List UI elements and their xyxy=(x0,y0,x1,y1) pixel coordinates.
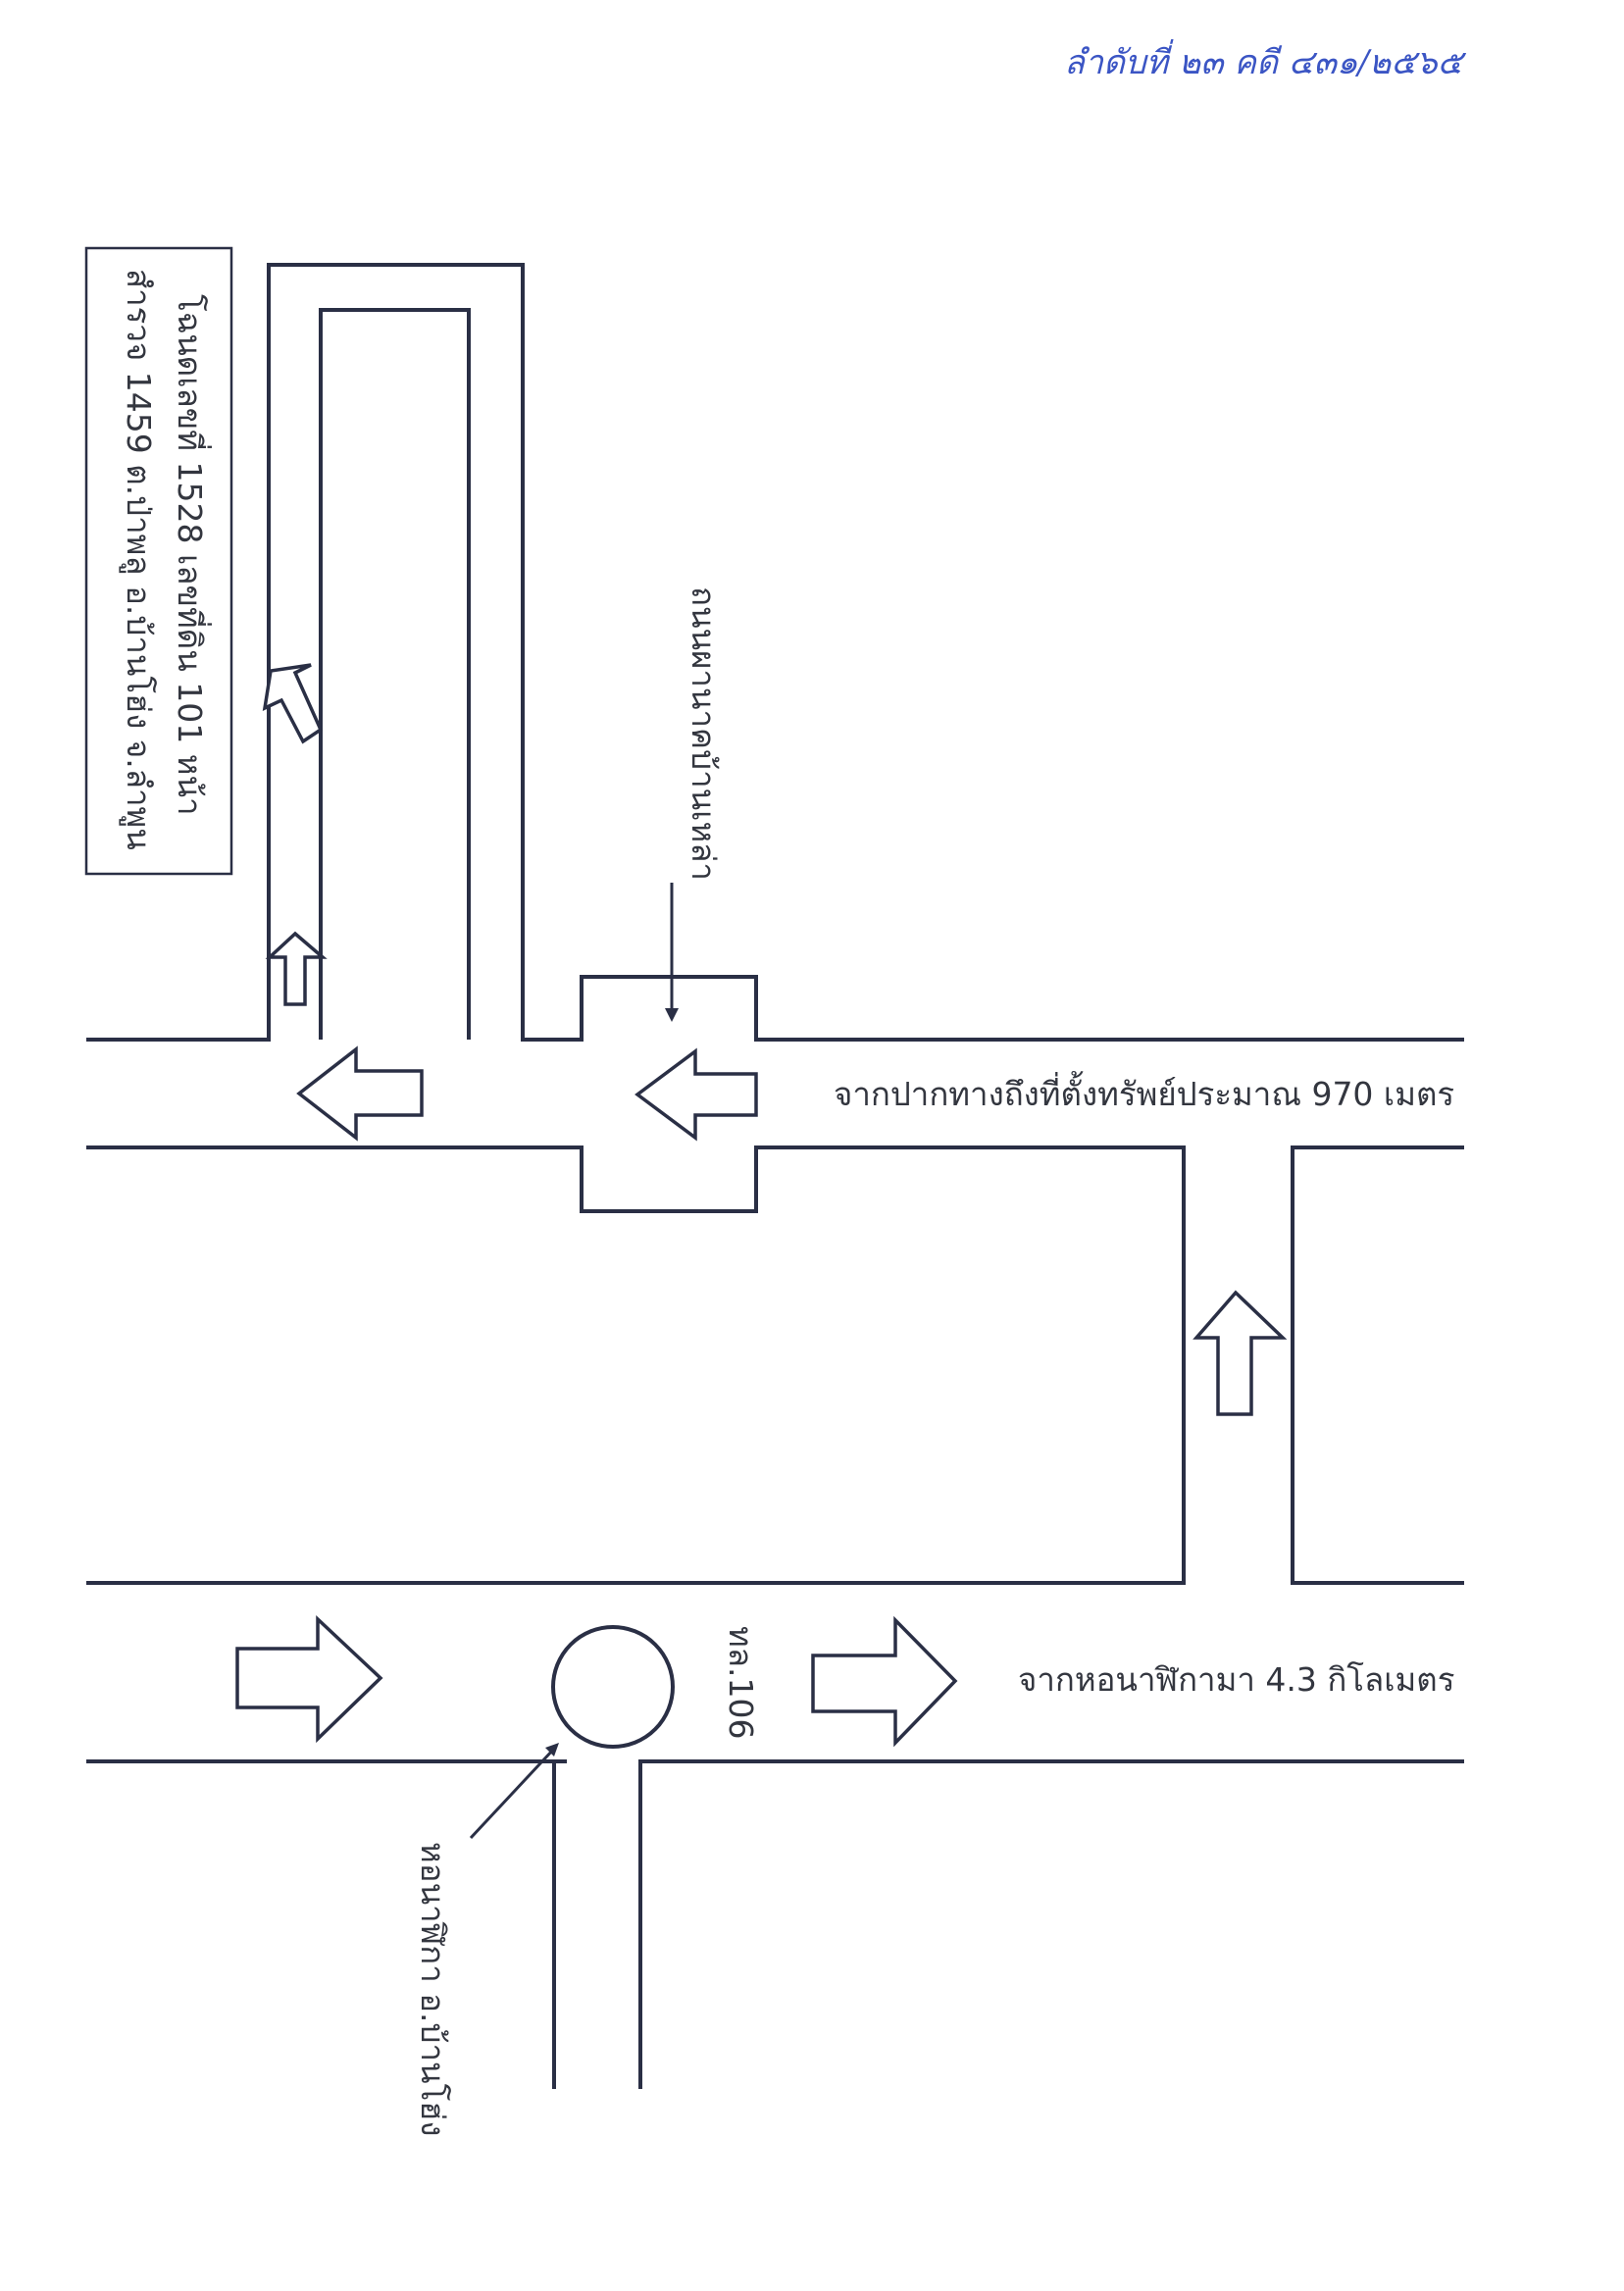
arrow-right-icon xyxy=(235,1614,383,1744)
arrow-left-icon xyxy=(634,1047,758,1142)
property-deed-line-2: สำรวจ 1459 ต.ป่าพลู อ.บ้านโฮ่ง จ.ลำพูน xyxy=(119,269,158,850)
clock-tower-circle-icon xyxy=(551,1625,675,1749)
pointer-lines xyxy=(469,883,679,1840)
arrow-left-icon xyxy=(296,1045,424,1142)
road-network xyxy=(86,263,1464,2089)
branch-road-label: ถนนผานาคบ้านเหล่า xyxy=(685,586,723,881)
distance-from-clock-tower-label: จากหอนาฬิกามา 4.3 กิโลเมตร xyxy=(1018,1660,1454,1699)
arrow-up-icon xyxy=(265,931,328,1006)
arrow-diagonal-icon xyxy=(262,663,324,744)
direction-arrows xyxy=(235,663,1288,1748)
case-number-annotation: ลำดับที่ ๒๓ คดี ๔๓๑/๒๕๖๕ xyxy=(1064,39,1467,82)
highway-label: ทล.106 xyxy=(722,1626,760,1739)
arrow-up-icon xyxy=(1193,1290,1288,1416)
arrow-right-icon xyxy=(811,1615,958,1748)
clock-tower-label: หอนาฬิกา อ.บ้านโฮ่ง xyxy=(414,1842,452,2137)
property-deed-line-1: โฉนดเลขที่ 1528 เลขที่ดิน 101 หน้า xyxy=(171,294,212,816)
distance-from-entrance-label: จากปากทางถึงที่ตั้งทรัพย์ประมาณ 970 เมตร xyxy=(834,1071,1454,1113)
property-info-box: โฉนดเลขที่ 1528 เลขที่ดิน 101 หน้า สำรวจ… xyxy=(84,246,233,876)
